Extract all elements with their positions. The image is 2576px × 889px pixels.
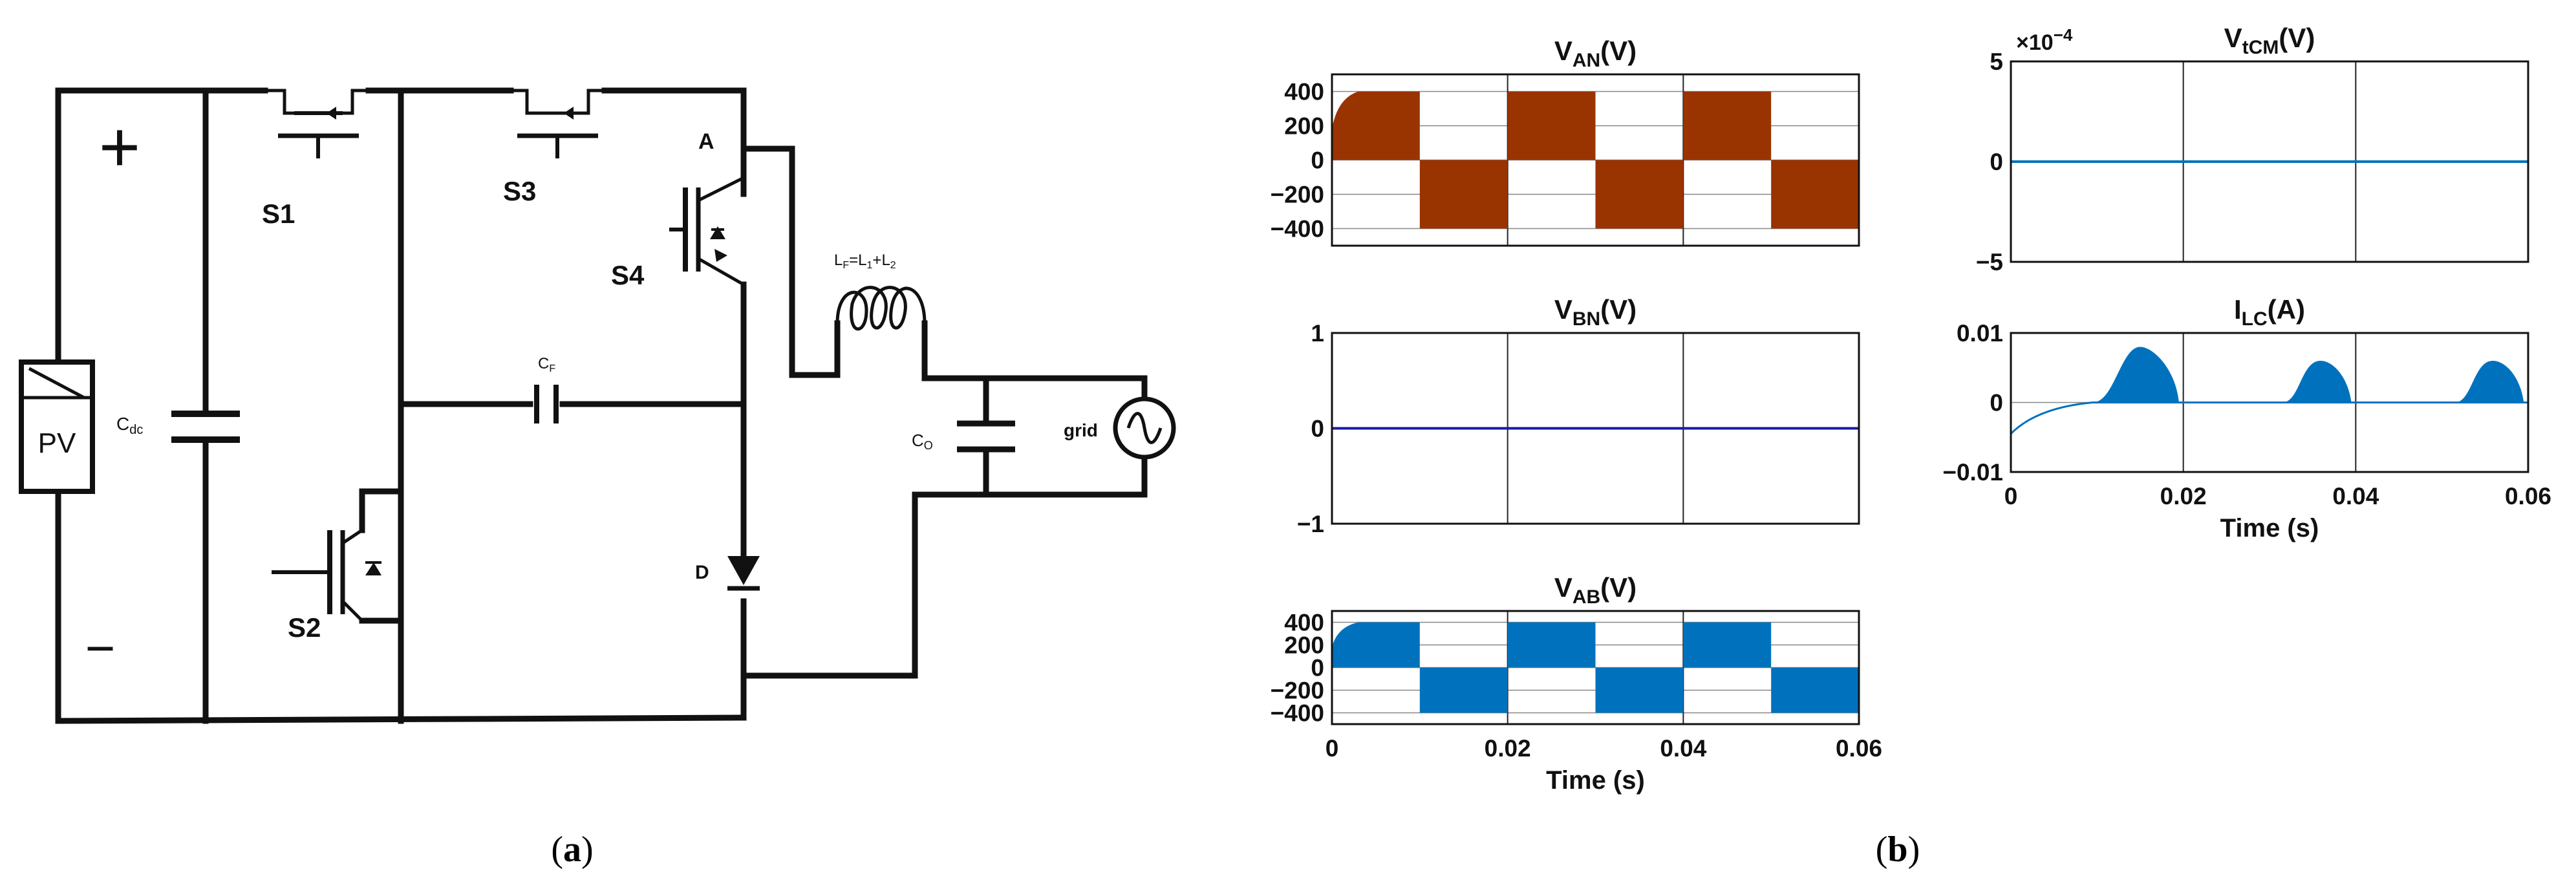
- x-tick-label: 0.02: [2160, 483, 2207, 509]
- cf-label: CF: [538, 355, 555, 374]
- y-tick-label: 0: [1311, 416, 1324, 442]
- plot-frame: [1331, 73, 1860, 247]
- pv-diagonal: [28, 367, 85, 400]
- plot-frame: [1331, 610, 1860, 725]
- caption-b: (b): [1876, 830, 1920, 870]
- diode-d: [727, 556, 760, 585]
- wire-to-grid-return: [740, 491, 1148, 679]
- chart-title: VBN(V): [1554, 294, 1637, 330]
- y-tick-label: 200: [1284, 113, 1324, 140]
- wire-node-a: [740, 145, 841, 378]
- s1-label: S1: [262, 198, 295, 229]
- waveform-block: [1595, 667, 1684, 713]
- minus-sign: −: [85, 619, 116, 677]
- y-tick-label: −200: [1271, 678, 1324, 704]
- y-tick-label: 1: [1311, 320, 1324, 347]
- waveform-block: [1595, 160, 1684, 229]
- chart-title: VtCM(V): [2224, 23, 2315, 58]
- x-tick-label: 0.06: [1836, 735, 1882, 762]
- wire-s2-link: [359, 488, 404, 533]
- y-tick-label: −0.01: [1942, 459, 2003, 486]
- y-tick-label: −400: [1271, 216, 1324, 242]
- plot-frame: [2010, 60, 2529, 263]
- waveform-block: [1332, 622, 1420, 668]
- current-pulse: [2092, 347, 2179, 403]
- chart-title: VAN(V): [1554, 36, 1637, 71]
- waveform-block: [1419, 160, 1508, 229]
- y-tick-label: −5: [1976, 249, 2003, 275]
- s4-label: S4: [611, 260, 645, 290]
- axis-exponent: ×10−4: [2016, 25, 2073, 55]
- chart-v-tcm: 5 0 −5 VtCM(V) ×10−4: [1976, 23, 2529, 275]
- x-tick-label: 0.04: [2332, 483, 2379, 509]
- plus-sign: +: [99, 107, 140, 187]
- current-pulse: [2282, 361, 2352, 403]
- chart-title: VAB(V): [1554, 572, 1637, 608]
- waveform-block: [1507, 622, 1596, 668]
- s3-label: S3: [503, 176, 536, 206]
- y-tick-label: 400: [1284, 79, 1324, 105]
- y-tick-label: 400: [1284, 610, 1324, 636]
- y-tick-label: −400: [1271, 700, 1324, 727]
- waveform-block: [1683, 622, 1772, 668]
- chart-title: ILC(A): [2234, 294, 2305, 330]
- x-tick-label: 0.06: [2505, 483, 2551, 509]
- waveform-block: [1683, 91, 1772, 160]
- y-tick-label: 200: [1284, 632, 1324, 659]
- co-label: CO: [912, 431, 933, 452]
- x-tick-label: 0.02: [1485, 735, 1531, 762]
- s4-switch: [669, 149, 746, 286]
- grid-label: grid: [1064, 420, 1098, 440]
- y-tick-label: −200: [1271, 182, 1324, 208]
- inductor-lf: [835, 286, 927, 331]
- current-pulse: [2454, 361, 2524, 403]
- wire-inductor-out: [921, 320, 1148, 404]
- y-tick-label: 0: [1311, 655, 1324, 681]
- waveform-block: [1332, 91, 1420, 160]
- plot-frame: [2010, 332, 2529, 473]
- cdc-label: Cdc: [116, 414, 143, 437]
- chart-v-an: 400 200 0 −200 −400 VAN(V): [1271, 36, 1860, 247]
- y-tick-label: 0: [1990, 149, 2003, 175]
- x-tick-label: 0: [1326, 735, 1339, 762]
- y-tick-label: −1: [1297, 511, 1324, 537]
- waveform-block: [1507, 91, 1596, 160]
- sine-icon: [1126, 412, 1163, 444]
- node-a-label: A: [698, 129, 714, 154]
- s2-switch: [272, 528, 381, 622]
- x-axis-label: Time (s): [1546, 766, 1645, 795]
- x-tick-label: 0.04: [1660, 735, 1706, 762]
- wire-top-s1-right: [365, 87, 404, 724]
- x-tick-label: 0: [2004, 483, 2018, 509]
- y-tick-label: 0: [1311, 147, 1324, 174]
- chart-v-bn: 1 0 −1 VBN(V): [1297, 294, 1860, 537]
- waveform-block: [1771, 160, 1859, 229]
- s3-switch: [511, 89, 605, 158]
- waveform-block: [1771, 667, 1859, 713]
- wire-bottom-rail: [55, 714, 747, 724]
- wire-top-right: [601, 87, 747, 197]
- series-line: [2010, 402, 2528, 434]
- y-tick-label: 0: [1990, 390, 2003, 416]
- waveform-charts: 4002000−200−400VAN(V)10−1VBN(V)4002000−2…: [1271, 23, 2551, 795]
- y-tick-label: 0.01: [1957, 320, 2003, 347]
- s2-label: S2: [288, 612, 321, 643]
- caption-a: (a): [551, 830, 593, 870]
- y-tick-label: 5: [1990, 48, 2003, 75]
- pv-module: [19, 359, 95, 494]
- waveform-block: [1419, 667, 1508, 713]
- lf-label: LF=L1+L2: [834, 252, 896, 271]
- plot-frame: [1331, 332, 1860, 525]
- circuit-diagram: PV + − Cdc S1 S3: [19, 87, 1176, 724]
- x-axis-label: Time (s): [2220, 514, 2319, 542]
- diode-label: D: [695, 562, 709, 583]
- s1-switch: [265, 89, 369, 158]
- pv-label: PV: [38, 427, 76, 459]
